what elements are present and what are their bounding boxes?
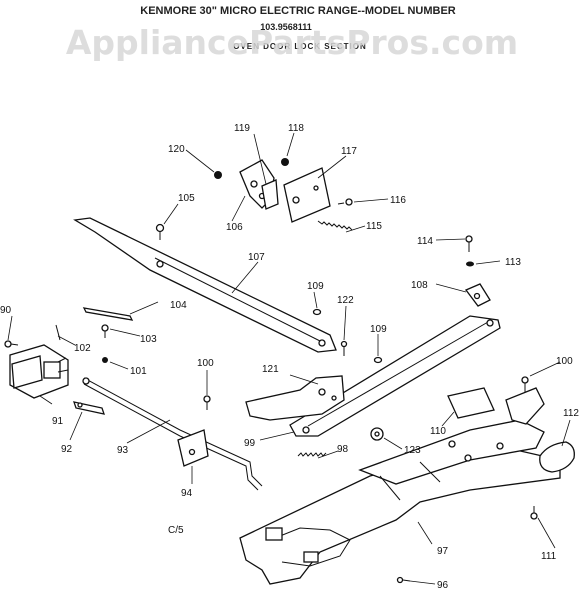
part-120-nut: [214, 171, 222, 179]
part-108-bracket: [464, 283, 491, 307]
part-118-nut: [281, 158, 289, 166]
callout-97: 97: [437, 546, 449, 557]
part-109-washer-lower: [373, 356, 383, 364]
part-103-screw: [101, 324, 109, 338]
leader-lines: [7, 132, 571, 585]
callout-108: 108: [411, 280, 428, 291]
callout-105: 105: [178, 193, 195, 204]
part-110-plate: [447, 387, 495, 419]
part-102-pin: [55, 324, 61, 341]
part-115-spring: [317, 220, 353, 231]
callout-123: 123: [404, 445, 421, 456]
part-119-clip: [261, 179, 279, 210]
callout-113: 113: [505, 257, 521, 268]
part-104-rod: [82, 307, 134, 321]
diagram-title: KENMORE 30" MICRO ELECTRIC RANGE--MODEL …: [140, 5, 456, 17]
callout-107: 107: [248, 252, 265, 263]
part-112-knob: [539, 441, 575, 473]
part-91-switch: [9, 344, 69, 399]
callout-106: 106: [226, 222, 243, 233]
callout-112: 112: [563, 408, 579, 419]
callout-121: 121: [262, 364, 279, 375]
part-93-rod: [82, 377, 263, 491]
callout-102: 102: [74, 343, 91, 354]
callout-109-lower: 109: [370, 324, 387, 335]
callout-110: 110: [430, 426, 446, 437]
part-107-latch-arm: [73, 217, 337, 353]
part-97-base-plate: [239, 387, 561, 585]
callout-111: 111: [541, 551, 557, 562]
part-96-screw: [396, 576, 411, 584]
part-109-washer-upper: [312, 308, 322, 316]
callout-119: 119: [234, 123, 250, 134]
part-117-plate: [283, 167, 331, 223]
part-111-screw: [530, 506, 538, 520]
callout-91: 91: [52, 416, 64, 427]
callout-101: 101: [130, 366, 147, 377]
callout-114: 114: [417, 236, 433, 247]
part-100-screw-left: [203, 395, 211, 410]
part-92-link: [73, 401, 105, 415]
callout-100-left: 100: [197, 358, 214, 369]
callout-115: 115: [366, 221, 382, 232]
callout-122: 122: [337, 295, 354, 306]
callout-98: 98: [337, 444, 349, 455]
model-number: 103.9568111: [260, 22, 312, 32]
callout-labels: 90 91 92 93 94 96 97 98 99 100 100 101 1…: [0, 123, 579, 591]
callout-118: 118: [288, 123, 304, 134]
callout-94: 94: [181, 488, 193, 499]
callout-104: 104: [170, 300, 187, 311]
watermark: AppliancePartsPros.com: [66, 23, 518, 62]
part-94-bracket: [177, 429, 209, 467]
part-99-link: [289, 315, 501, 437]
part-113-washer: [466, 261, 474, 267]
diagram-code: C/5: [168, 525, 184, 536]
callout-96: 96: [437, 580, 449, 591]
callout-109-upper: 109: [307, 281, 324, 292]
part-98-spring: [297, 452, 327, 457]
callout-120: 120: [168, 144, 185, 155]
callout-93: 93: [117, 445, 129, 456]
callout-90: 90: [0, 305, 12, 316]
section-name: OVEN DOOR LOCK SECTION: [233, 42, 367, 51]
part-101-nut: [102, 357, 108, 363]
parts-artwork: [4, 158, 575, 585]
part-105-screw: [155, 223, 165, 240]
part-123-washer: [370, 427, 384, 441]
callout-92: 92: [61, 444, 73, 455]
callout-103: 103: [140, 334, 157, 345]
part-121-lever: [245, 375, 345, 421]
part-114-screw: [465, 235, 473, 252]
callout-117: 117: [341, 146, 357, 157]
part-100-screw-right: [521, 376, 529, 392]
part-116-screw: [337, 198, 353, 206]
part-90-screw: [4, 340, 19, 348]
callout-100-right: 100: [556, 356, 573, 367]
callout-116: 116: [390, 195, 406, 206]
callout-99: 99: [244, 438, 256, 449]
part-122-screw: [340, 340, 348, 356]
